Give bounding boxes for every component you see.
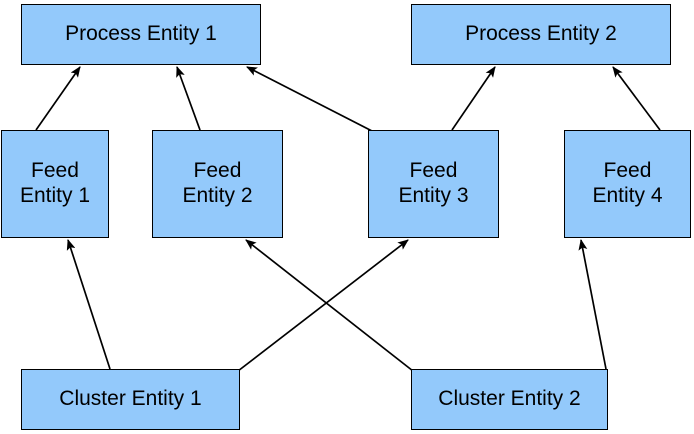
edge-feed4-process2	[612, 66, 661, 131]
edge-feed1-process1	[35, 66, 81, 131]
edge-feed2-process1	[176, 66, 201, 131]
node-label: Process Entity 1	[65, 22, 217, 46]
node-cluster-entity-1[interactable]: Cluster Entity 1	[21, 369, 240, 430]
node-cluster-entity-2[interactable]: Cluster Entity 2	[411, 369, 608, 430]
node-feed-entity-3[interactable]: Feed Entity 3	[368, 130, 499, 238]
node-label: Feed Entity 1	[19, 159, 91, 207]
edge-cluster1-feed3	[237, 239, 409, 372]
node-label: Cluster Entity 1	[59, 387, 202, 411]
node-label: Cluster Entity 2	[438, 387, 581, 411]
edge-cluster2-feed4	[578, 239, 607, 370]
node-label: Feed Entity 2	[182, 159, 253, 207]
node-label: Feed Entity 3	[398, 159, 469, 207]
node-label: Feed Entity 4	[592, 159, 663, 207]
node-process-entity-2[interactable]: Process Entity 2	[411, 4, 671, 65]
node-label: Process Entity 2	[465, 22, 617, 46]
edge-feed3-process2	[451, 66, 496, 131]
node-process-entity-1[interactable]: Process Entity 1	[21, 4, 261, 65]
edges-group	[35, 66, 661, 372]
node-feed-entity-1[interactable]: Feed Entity 1	[1, 130, 109, 238]
node-feed-entity-4[interactable]: Feed Entity 4	[564, 130, 691, 238]
edge-feed3-process1	[246, 66, 373, 132]
node-feed-entity-2[interactable]: Feed Entity 2	[152, 130, 283, 238]
edge-cluster1-feed1	[66, 239, 111, 370]
edge-cluster2-feed2	[245, 239, 414, 372]
